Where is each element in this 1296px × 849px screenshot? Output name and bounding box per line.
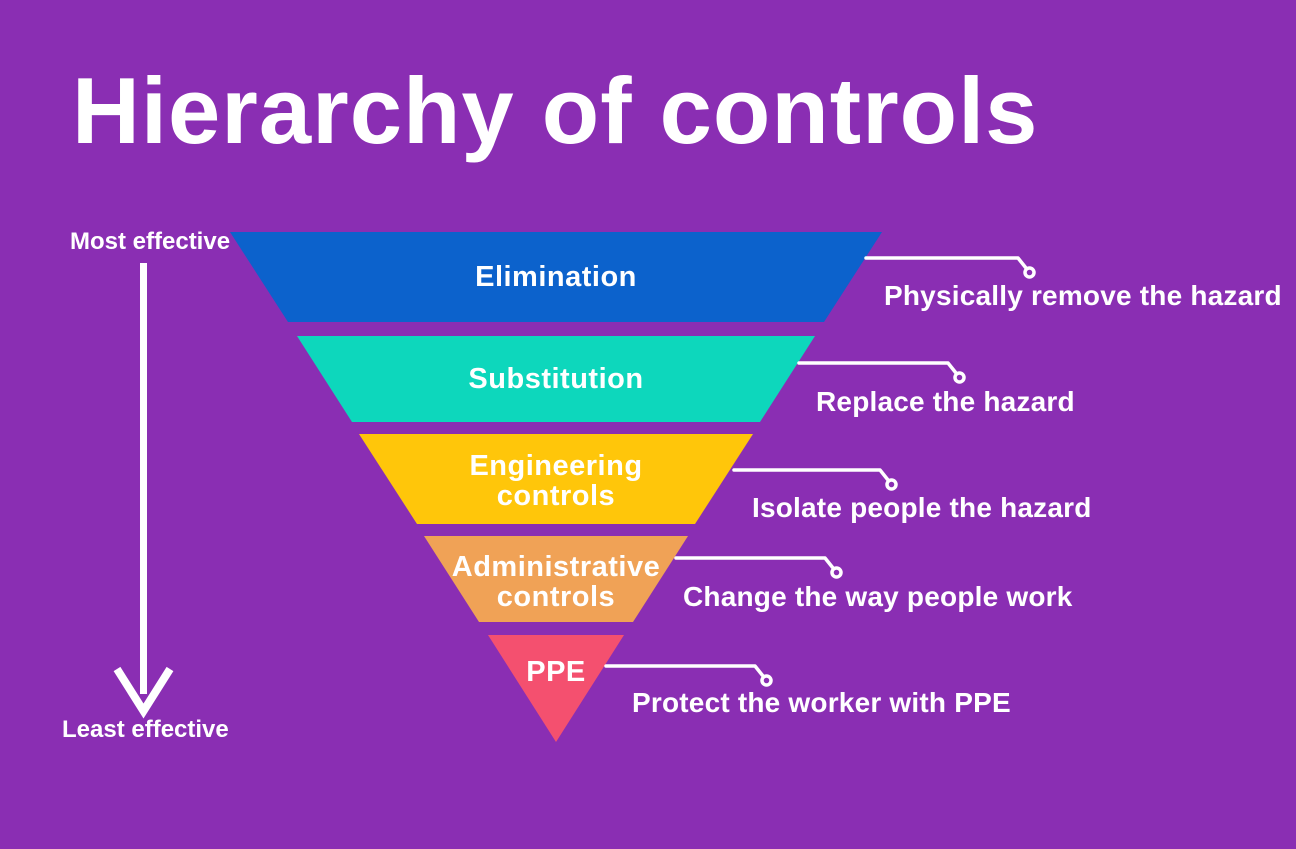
level-description-substitution: Replace the hazard (816, 386, 1075, 417)
level-label-line: controls (496, 581, 616, 613)
funnel-level-administrative-controls (424, 536, 688, 622)
level-label-substitution: Substitution (468, 364, 643, 394)
level-description-administrative-controls: Change the way people work (683, 581, 1073, 612)
callout-dot-icon (1023, 266, 1036, 279)
level-label-ppe: PPE (526, 657, 586, 687)
callout-dot-icon (760, 674, 773, 687)
callout-dot-icon (885, 478, 898, 491)
level-label-line: Administrative (451, 551, 661, 583)
level-description-ppe: Protect the worker with PPE (632, 687, 1011, 718)
effectiveness-arrow-icon (113, 263, 174, 719)
callout-dot-icon (953, 371, 966, 384)
funnel-level-elimination (230, 232, 882, 322)
level-label-engineering-controls: Engineering controls (469, 451, 642, 511)
callout-line-elimination (864, 256, 1036, 279)
callout-line-administrative-controls (674, 556, 843, 579)
level-label-line: Substitution (468, 363, 644, 395)
callout-line-engineering-controls (732, 468, 898, 491)
level-label-elimination: Elimination (475, 262, 637, 292)
page-title: Hierarchy of controls (72, 58, 1039, 163)
callout-dot-icon (830, 566, 843, 579)
least-effective-label: Least effective (62, 716, 229, 743)
funnel-level-engineering-controls (359, 434, 753, 524)
level-label-line: Engineering (469, 450, 643, 482)
callout-line-ppe (604, 664, 773, 687)
level-description-elimination: Physically remove the hazard (884, 280, 1282, 311)
level-description-engineering-controls: Isolate people the hazard (752, 492, 1092, 523)
level-label-line: PPE (526, 656, 586, 688)
level-label-administrative-controls: Administrative controls (452, 552, 660, 612)
funnel-level-ppe (488, 635, 624, 742)
level-label-line: controls (496, 480, 616, 512)
callout-line-substitution (797, 361, 966, 384)
level-label-line: Elimination (475, 261, 637, 293)
most-effective-label: Most effective (70, 228, 231, 255)
funnel-level-substitution (297, 336, 815, 422)
